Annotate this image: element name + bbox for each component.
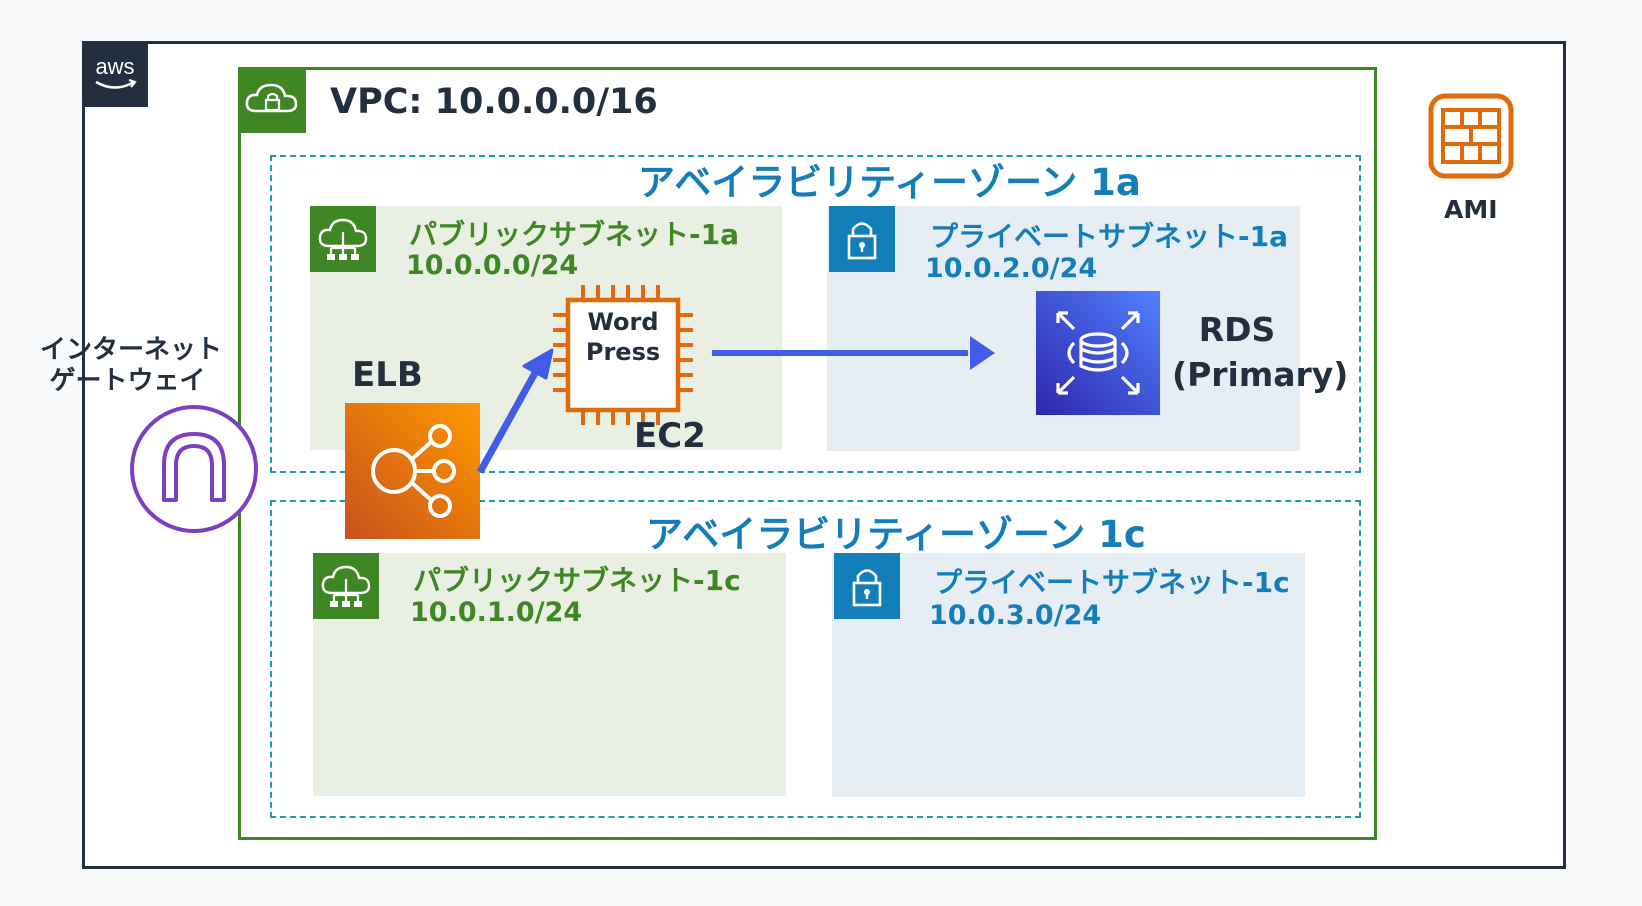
ami-icon — [1428, 93, 1514, 179]
ec2-chip-text: Word Press — [568, 307, 678, 367]
internet-gateway-icon — [128, 403, 260, 535]
private-subnet-1c-cidr: 10.0.3.0/24 — [929, 600, 1102, 631]
private-subnet-1c — [832, 553, 1305, 797]
elb-load-balancer-icon — [345, 403, 480, 539]
public-subnet-1a-cidr: 10.0.0.0/24 — [406, 250, 579, 281]
private-subnet-1a-label: プライベートサブネット-1a — [930, 220, 1288, 253]
private-subnet-1c-label: プライベートサブネット-1c — [934, 566, 1290, 599]
public-subnet-1c-cloud-icon — [313, 553, 379, 619]
ec2-label: EC2 — [634, 416, 706, 456]
az-1a-title: アベイラビリティーゾーン 1a — [638, 161, 1141, 204]
public-subnet-1c-label: パブリックサブネット-1c — [413, 564, 741, 597]
ami-label: AMI — [1444, 195, 1498, 224]
public-subnet-1c-cidr: 10.0.1.0/24 — [410, 597, 583, 628]
rds-label-line2: (Primary) — [1172, 355, 1349, 394]
ec2-wordpress-chip-icon — [548, 280, 698, 430]
internet-gateway-label-line2: ゲートウェイ — [49, 366, 206, 396]
internet-gateway-label-line1: インターネット — [40, 335, 223, 365]
elb-label: ELB — [352, 355, 423, 395]
rds-database-icon — [1036, 291, 1160, 415]
az-1c-title: アベイラビリティーゾーン 1c — [646, 513, 1146, 556]
internet-gateway-label: インターネット ゲートウェイ — [40, 335, 223, 397]
public-subnet-1a-cloud-icon — [310, 206, 376, 272]
ec2-chip-line2: Press — [585, 338, 661, 366]
public-subnet-1a-label: パブリックサブネット-1a — [409, 218, 739, 251]
rds-label: RDS (Primary) — [1172, 307, 1349, 397]
aws-logo-text: aws — [95, 54, 134, 79]
private-subnet-1c-lock-icon — [834, 553, 900, 619]
ec2-chip-line1: Word — [587, 308, 659, 336]
availability-zone-1a — [270, 155, 1361, 473]
private-subnet-1a-lock-icon — [829, 206, 895, 272]
aws-smile-icon — [95, 80, 135, 89]
vpc-title: VPC: 10.0.0.0/16 — [330, 82, 658, 122]
vpc-cloud-lock-icon — [238, 67, 306, 133]
aws-logo: aws — [82, 41, 148, 107]
private-subnet-1a-cidr: 10.0.2.0/24 — [925, 253, 1098, 284]
rds-label-line1: RDS — [1198, 310, 1276, 349]
public-subnet-1c — [313, 553, 786, 796]
availability-zone-1c — [270, 500, 1361, 818]
